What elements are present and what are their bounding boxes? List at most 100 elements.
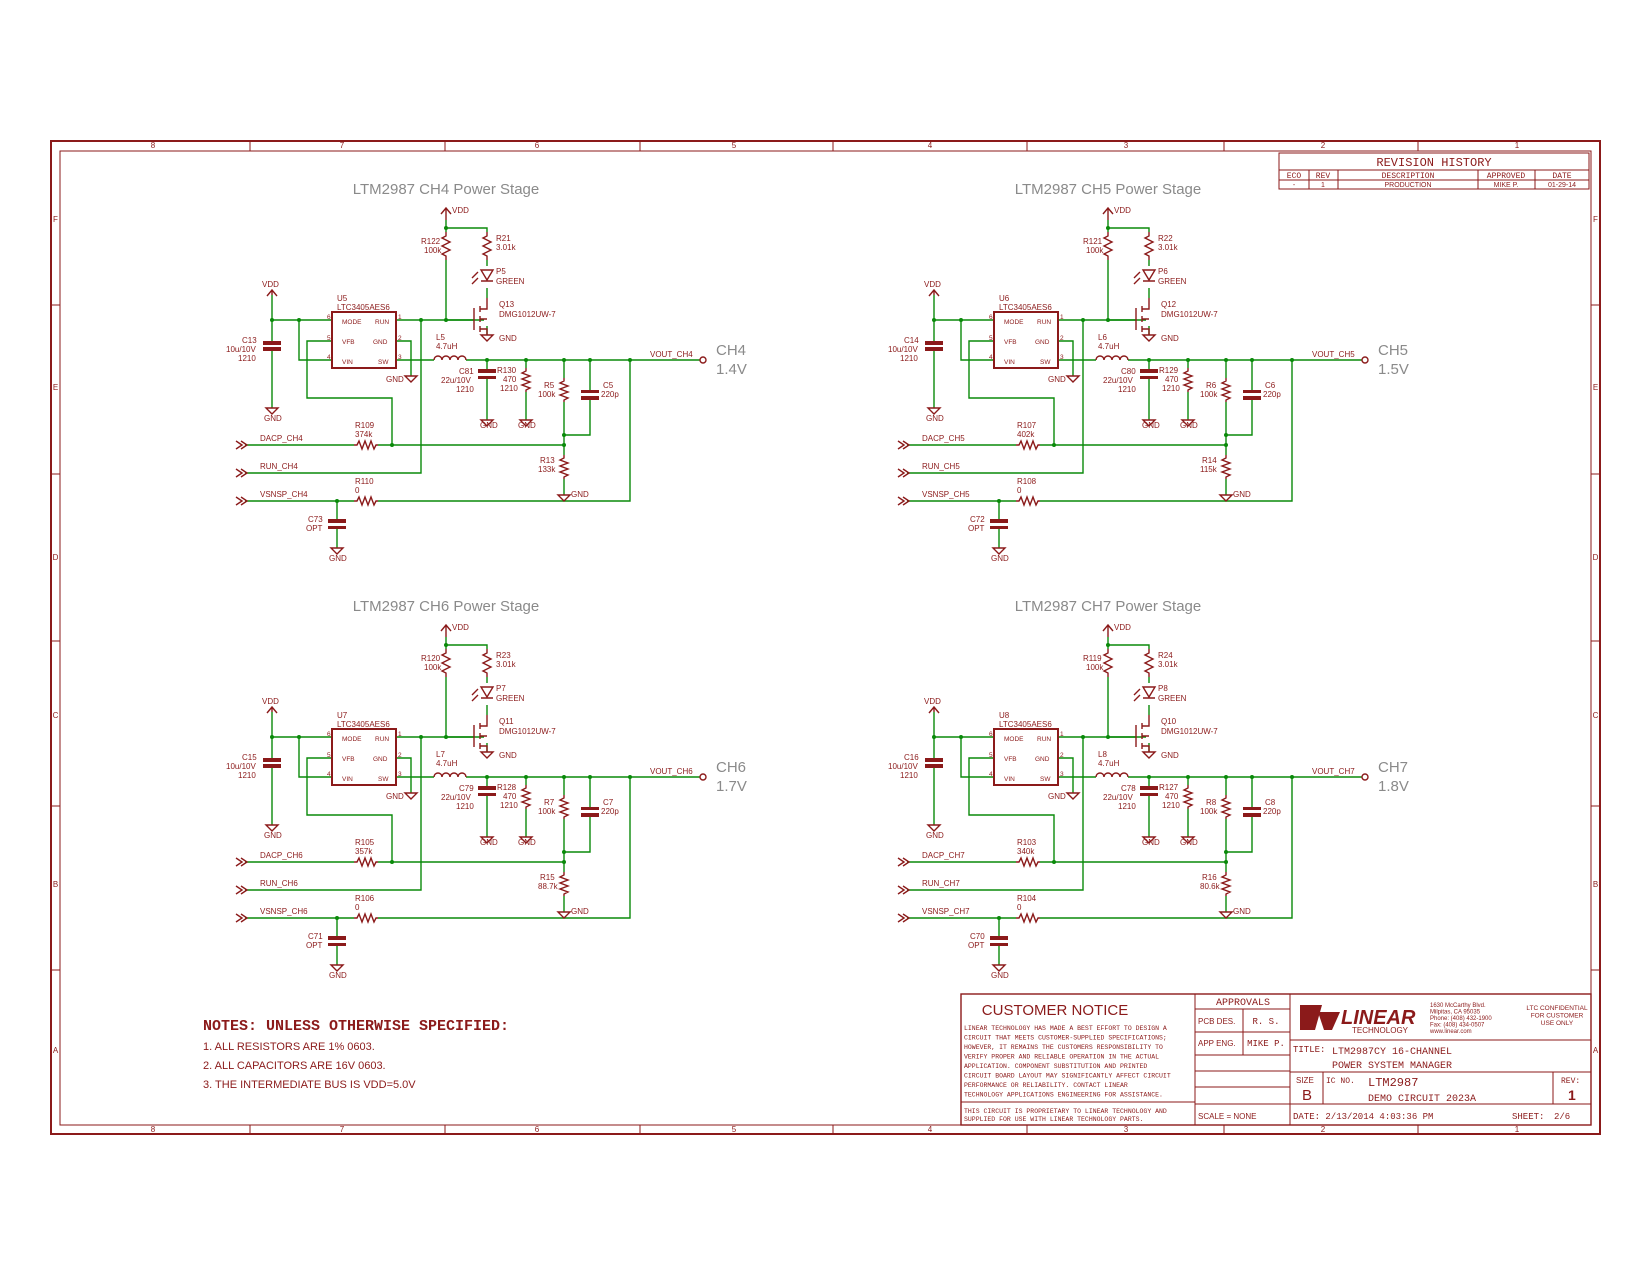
- vout-net-label: VOUT_CH6: [650, 767, 693, 776]
- net-vsnsp: VSNSP_CH6: [260, 907, 308, 916]
- pin-3: 3: [398, 354, 402, 361]
- app-eng-value: MIKE P.: [1247, 1039, 1285, 1049]
- revision-history-table: REVISION HISTORY ECO REV DESCRIPTION APP…: [1278, 152, 1590, 190]
- rload-val2: 1210: [1162, 801, 1180, 810]
- power-stage-ch7: LTM2987 CH7 Power StageCH71.8VVOUT_CH7U8…: [888, 598, 1409, 980]
- rload-val1: 470: [503, 792, 517, 801]
- address-line: Phone: (408) 432-1900: [1430, 1016, 1492, 1022]
- customer-notice-line: APPLICATION. COMPONENT SUBSTITUTION AND …: [964, 1063, 1147, 1070]
- gnd-rload: GND: [518, 421, 536, 430]
- cout-ref: C81: [459, 367, 474, 376]
- pin-2: 2: [398, 752, 402, 759]
- cin-ref: C13: [242, 336, 257, 345]
- rled-val: 3.01k: [496, 660, 517, 669]
- gnd-fet: GND: [499, 751, 517, 760]
- grid-col-label: 8: [151, 141, 156, 150]
- pin-gnd: GND: [373, 756, 388, 763]
- title-line-1: LTM2987CY 16-CHANNEL: [1332, 1047, 1452, 1058]
- revision-history-title: REVISION HISTORY: [1376, 156, 1491, 170]
- power-stage-circuit: [235, 624, 707, 972]
- led-val: GREEN: [1158, 694, 1187, 703]
- ind-ref: L7: [436, 750, 445, 759]
- cout-val2: 1210: [1118, 385, 1136, 394]
- cout-val2: 1210: [456, 385, 474, 394]
- grid-col-label: 7: [340, 1125, 345, 1134]
- cin-val2: 1210: [238, 354, 256, 363]
- proprietary-line-1: THIS CIRCUIT IS PROPRIETARY TO LINEAR TE…: [964, 1108, 1167, 1115]
- pin-vfb: VFB: [342, 756, 355, 763]
- sheet-label: SHEET:: [1512, 1112, 1544, 1122]
- customer-notice-line: TECHNOLOGY APPLICATIONS ENGINEERING FOR …: [964, 1092, 1163, 1099]
- csns-ref: C71: [308, 932, 323, 941]
- cout-val2: 1210: [456, 802, 474, 811]
- rload-val1: 470: [503, 375, 517, 384]
- gnd-cin: GND: [926, 414, 944, 423]
- ic-no-value: LTM2987: [1368, 1076, 1418, 1090]
- rsns-val: 0: [1017, 903, 1022, 912]
- gnd-cin: GND: [926, 831, 944, 840]
- pin-mode: MODE: [1004, 319, 1024, 326]
- grid-col-label: 5: [732, 141, 737, 150]
- fet-ref: Q11: [499, 717, 514, 726]
- pin-vfb: VFB: [1004, 756, 1017, 763]
- rload-val1: 470: [1165, 375, 1179, 384]
- grid-row-label: D: [1593, 553, 1599, 562]
- pin-2: 2: [1060, 752, 1064, 759]
- grid-row-label: B: [53, 880, 58, 889]
- rsns-ref: R108: [1017, 477, 1037, 486]
- pin-5: 5: [989, 335, 993, 342]
- rdac-ref: R105: [355, 838, 375, 847]
- customer-notice-line: CIRCUIT THAT MEETS CUSTOMER-SUPPLIED SPE…: [964, 1035, 1167, 1042]
- gnd-ic: GND: [1048, 792, 1066, 801]
- pin-6: 6: [327, 731, 331, 738]
- pin-run: RUN: [375, 319, 389, 326]
- cin-val1: 10u/10V: [888, 762, 918, 771]
- cin-val2: 1210: [900, 771, 918, 780]
- pin-vin: VIN: [342, 359, 353, 366]
- rpu-val: 100k: [424, 663, 442, 672]
- address-line: 1630 McCarthy Blvd.: [1430, 1003, 1486, 1009]
- net-run: RUN_CH7: [922, 879, 960, 888]
- rdac-val: 402k: [1017, 430, 1035, 439]
- grid-col-label: 8: [151, 1125, 156, 1134]
- pin-1: 1: [398, 314, 402, 321]
- pin-4: 4: [989, 354, 993, 361]
- led-ref: P5: [496, 267, 506, 276]
- rtop-ref: R5: [544, 381, 555, 390]
- pin-6: 6: [989, 314, 993, 321]
- gnd-csns: GND: [991, 971, 1009, 980]
- rev-row-date: 01-29-14: [1548, 182, 1576, 189]
- grid-col-label: 3: [1124, 141, 1129, 150]
- led-val: GREEN: [496, 694, 525, 703]
- power-stage-circuit: [897, 624, 1369, 972]
- rload-val2: 1210: [500, 801, 518, 810]
- channel-label: CH4: [716, 342, 746, 359]
- rsns-val: 0: [1017, 486, 1022, 495]
- rled-ref: R22: [1158, 234, 1173, 243]
- note-item-1: 1. ALL RESISTORS ARE 1% 0603.: [203, 1041, 375, 1053]
- cin-val1: 10u/10V: [226, 762, 256, 771]
- led-ref: P7: [496, 684, 506, 693]
- net-dacp: DACP_CH5: [922, 434, 965, 443]
- rload-ref: R128: [497, 783, 517, 792]
- cff-val: 220p: [1263, 390, 1281, 399]
- pin-1: 1: [398, 731, 402, 738]
- grid-col-label: 3: [1124, 1125, 1129, 1134]
- grid-col-label: 6: [535, 141, 540, 150]
- pin-run: RUN: [375, 736, 389, 743]
- rload-val2: 1210: [1162, 384, 1180, 393]
- ic-ref: U5: [337, 294, 348, 303]
- vdd-left-label: VDD: [262, 697, 279, 706]
- pin-run: RUN: [1037, 319, 1051, 326]
- rpu-ref: R121: [1083, 237, 1103, 246]
- customer-notice-line: PERFORMANCE OR RELIABILITY. CONTACT LINE…: [964, 1082, 1128, 1089]
- sheet-value: 2/6: [1554, 1112, 1570, 1122]
- grid-row-label: C: [53, 711, 59, 720]
- pin-gnd: GND: [1035, 756, 1050, 763]
- ic-ref: U6: [999, 294, 1010, 303]
- pin-gnd: GND: [1035, 339, 1050, 346]
- csns-ref: C73: [308, 515, 323, 524]
- cff-val: 220p: [601, 390, 619, 399]
- net-run: RUN_CH5: [922, 462, 960, 471]
- pin-gnd: GND: [373, 339, 388, 346]
